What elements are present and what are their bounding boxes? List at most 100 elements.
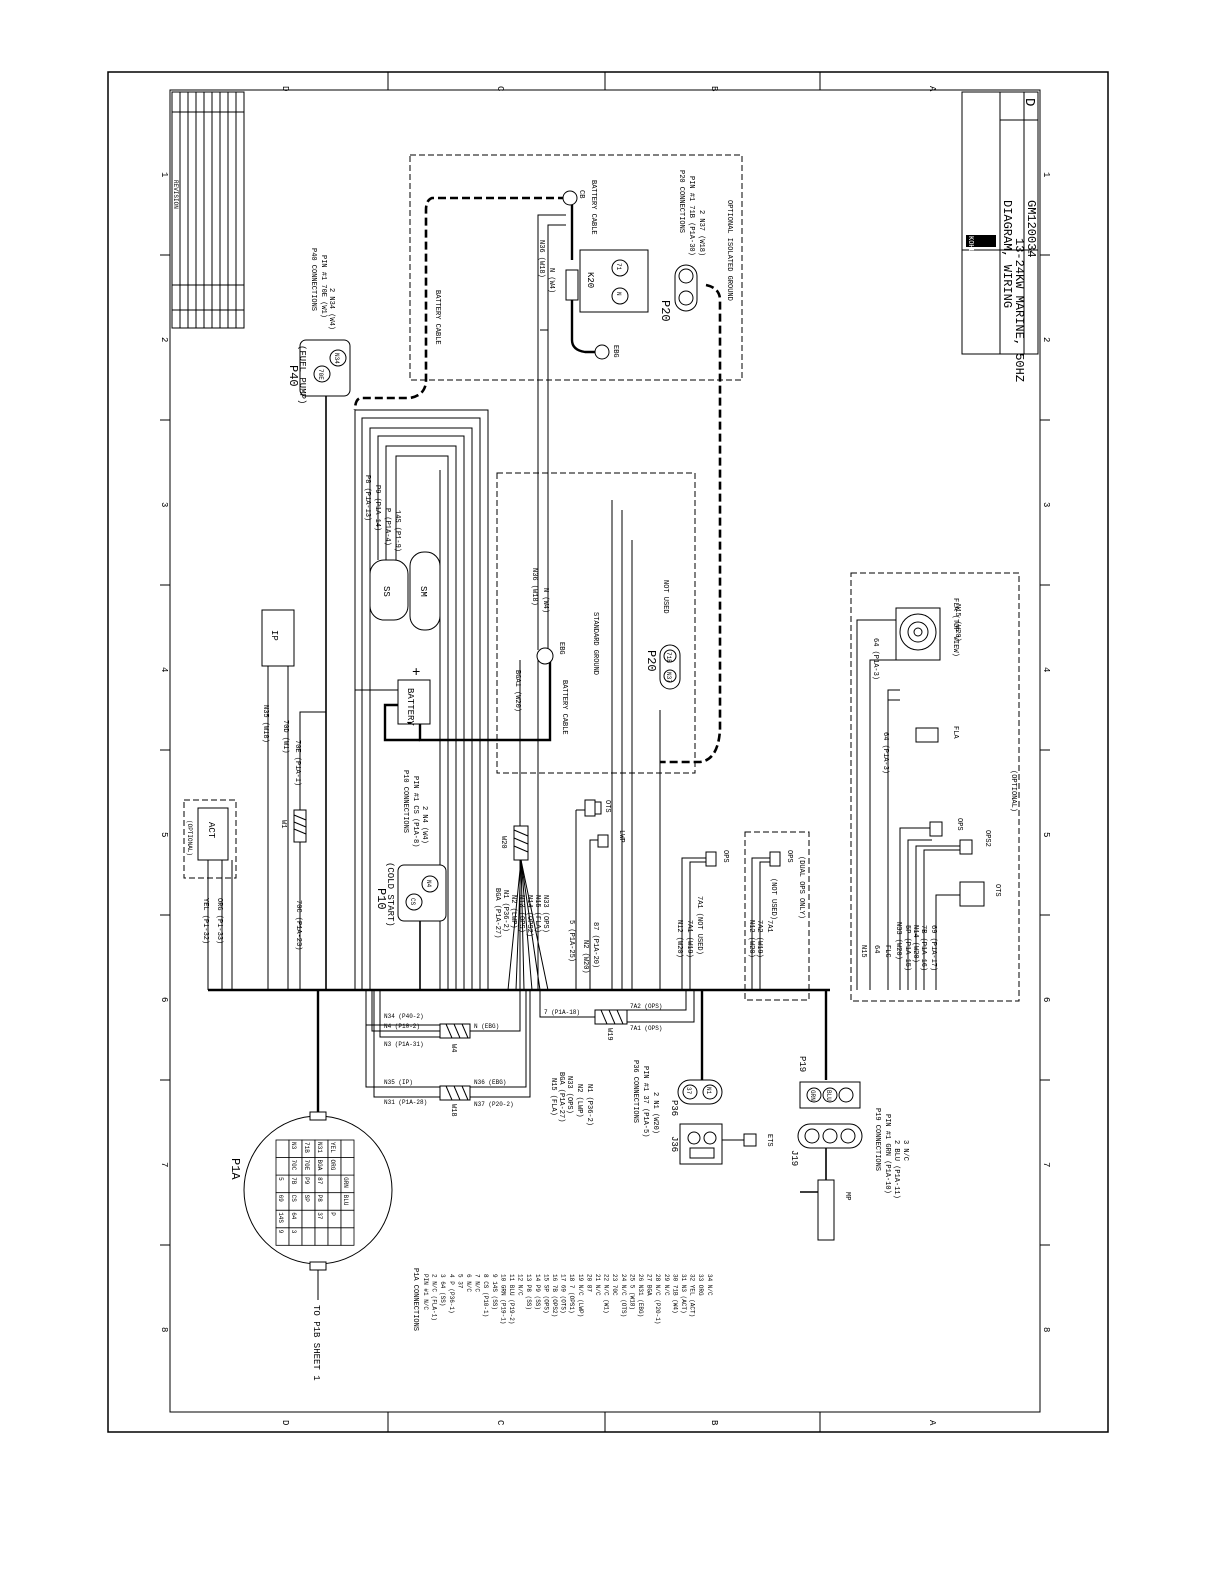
wire-label: N2 (LWP)	[575, 1084, 583, 1118]
zone-number: 4	[1041, 667, 1051, 672]
p1a-conn-row: 30 71B (W4)	[671, 1274, 678, 1314]
optional-right-label: (OPTIONAL)	[1009, 770, 1017, 812]
wire-label: 14S (P1-9)	[393, 510, 401, 552]
p1a-conn-row: 15 SP (OPS)	[542, 1274, 549, 1314]
p10-pin-2	[421, 875, 439, 893]
p1a-conn-row: 33 ORG	[697, 1274, 704, 1296]
p40-conn-title: P40 CONNECTIONS	[309, 248, 317, 311]
p1a-conn-row: 10 GRN (P19-1)	[499, 1274, 506, 1324]
isolated-battery-cable	[570, 205, 598, 354]
wire-label: N15 (W20)	[953, 604, 961, 642]
ops-sensor: OPS	[705, 850, 729, 867]
lwp-sensor: LWP	[597, 830, 625, 848]
battery-label: BATTERY	[405, 688, 415, 726]
wire-label: P8 (P1A-13)	[363, 475, 371, 521]
p20-pin-2	[663, 669, 677, 683]
p1a-pin-cell	[327, 1227, 342, 1246]
zone-number: 3	[1041, 502, 1051, 507]
standard-ground-frame	[496, 472, 696, 774]
battery-minus: -	[405, 715, 413, 731]
wire-label: 70C (P1A-23)	[294, 900, 302, 950]
wire-label: N15 (FLA)	[549, 1078, 557, 1116]
p19-pin-1	[806, 1087, 822, 1103]
p1a-conn-row: 28 N/C (P20-1)	[654, 1274, 661, 1324]
p1a-pin-grid: 914S695364CS7B70CN3SPP970E71B37P887BGAN3…	[275, 1139, 355, 1246]
p36-pin-2	[702, 1084, 718, 1100]
ops2-label: OPS2	[983, 830, 991, 847]
p1a-conn-title: P1A CONNECTIONS	[411, 1268, 419, 1331]
p1a-conn-row: 2 N/C (FLA-1)	[431, 1274, 438, 1321]
sm-label: SM	[418, 586, 428, 597]
p1a-conn-row: PIN #1 N/C	[422, 1274, 429, 1310]
wire-label: N36 (EBG)	[474, 1079, 506, 1086]
wire-label: N12 (W20)	[675, 920, 683, 958]
wire-label: N1 (P36-2)	[585, 1084, 593, 1126]
ip-label: IP	[269, 630, 279, 641]
drawing-number: GM120034	[1024, 200, 1038, 258]
p1a-conn-row: 20 87	[585, 1274, 592, 1292]
optional-isolated-ground-label: OPTIONAL ISOLATED GROUND	[725, 200, 733, 301]
p1a-conn-row: 26 N31 (EBG)	[637, 1274, 644, 1317]
ets-label: ETS	[765, 1134, 773, 1147]
wire-label: YEL (P1-32)	[201, 898, 209, 944]
wire-label: N13 (OPS)	[517, 895, 525, 933]
p36-conn-line: 2 N1 (W20)	[651, 1092, 659, 1134]
p1a-conn-row: 5 37	[456, 1274, 463, 1289]
p10-pin-1	[405, 893, 423, 911]
mp-label: MP	[843, 1192, 851, 1200]
ops-label: OPS	[721, 850, 729, 863]
wire-label: FLG	[883, 945, 891, 958]
fla-sender: FLA (TOP VIEW)	[895, 598, 959, 661]
p19-connector: GRN BLU P19	[797, 1056, 861, 1109]
wire-label: N33 (OPS)	[565, 1076, 573, 1114]
p40-conn-line: 2 N34 (W4)	[327, 288, 335, 330]
p1a-pin-cell	[275, 1139, 290, 1158]
wire-label: 87 (P1A-20)	[591, 922, 599, 968]
p1a-pin-label: 70E	[303, 1160, 310, 1171]
p1a-pin-cell	[327, 1192, 342, 1211]
battery-cable-neg	[383, 703, 420, 742]
p36-pin-b-label: N1	[705, 1087, 712, 1095]
ebg-isolated: EBG	[594, 344, 619, 360]
p1a-conn-row: 3 64 (SS)	[439, 1274, 446, 1306]
p1a-pin-label: ORG	[329, 1160, 336, 1171]
zone-letter: B	[709, 1420, 719, 1426]
fla-sensor: FLA	[915, 726, 959, 743]
drawing-border	[107, 71, 1109, 1433]
zone-letter: A	[927, 86, 937, 92]
wire-label: N15	[859, 945, 867, 958]
standard-ground-label: STANDARD GROUND	[591, 612, 599, 675]
w18-splice: W18	[439, 1085, 471, 1117]
wire-labels-w4: N34 (P40-2) N4 (P10-2) N3 (P1A-31) N (EB…	[384, 1013, 499, 1048]
wire-label: 7A2 (OPS)	[630, 1003, 662, 1010]
magnetic-pickup: MP	[800, 1148, 851, 1241]
wire-label: N4 (P10-2)	[384, 1023, 420, 1030]
optional-battery-cable-label: BATTERY CABLE	[433, 290, 441, 345]
company-name: KOHLER	[966, 236, 974, 262]
p1a-pin-label: 9	[277, 1230, 284, 1234]
wire-label: 70E (P1A-1)	[293, 740, 301, 786]
p20-conn-line: 2 N37 (W18)	[697, 210, 705, 256]
zone-number: 7	[1041, 1162, 1051, 1167]
p20-not-used: NOT USED	[661, 580, 669, 614]
zone-number: 6	[159, 997, 169, 1002]
p19-conn-line: PIN #1 GRN (P1A-10)	[883, 1114, 891, 1194]
optional-ground-cable	[660, 283, 722, 764]
to-p1b-label: TO P1B SHEET 1	[311, 1305, 321, 1381]
p36-pin-a-label: 37	[685, 1087, 692, 1095]
zone-number: 2	[1041, 337, 1051, 342]
w19-label: W19	[605, 1028, 613, 1041]
w19-splice: W19	[594, 1009, 628, 1041]
wire-label: N34 (P40-2)	[384, 1013, 424, 1020]
p40-connections: P40 CONNECTIONS PIN #1 70E (W1) 2 N34 (W…	[309, 248, 335, 330]
wire-labels-dual: N12 (W20) 7A2 (W19) 7A1	[747, 920, 773, 958]
wire-labels-right: N15 64 FLG N33 (W20) 5P (P1A-15) N14 (W2…	[859, 922, 937, 971]
p40-conn-line: PIN #1 70E (W1)	[319, 255, 327, 318]
ots-right-sensor: OTS	[959, 881, 1001, 907]
circuit-breaker: CB BATTERY CABLE	[562, 180, 597, 235]
p36-conn-title: P36 CONNECTIONS	[631, 1060, 639, 1123]
p19-conn-line: 2 BLU (P1A-11)	[892, 1140, 900, 1199]
p1a-pin-label: SP	[303, 1195, 310, 1203]
wire-label: N33 (OPS)	[541, 895, 549, 933]
p1a-conn-row: 9 14S (SS)	[491, 1274, 498, 1310]
